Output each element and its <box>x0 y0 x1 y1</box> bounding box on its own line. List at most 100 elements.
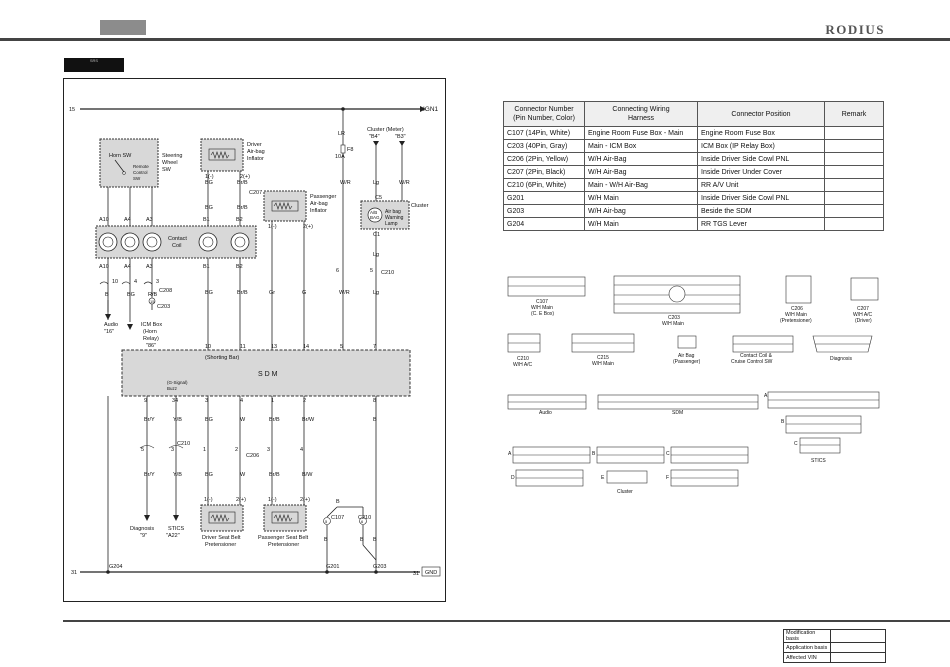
cell: G203 <box>503 204 585 218</box>
c5-label: C5 <box>375 195 382 201</box>
cell <box>824 139 884 153</box>
wire-wr-1: W/R <box>339 290 350 296</box>
wire-b-2: B <box>373 417 377 423</box>
revision-table: Modification basis Application basis Aff… <box>783 629 886 663</box>
c210-b-pin: 6 <box>361 519 364 524</box>
c203-label: C203 <box>157 304 170 310</box>
icm-label-1: ICM Box <box>141 322 162 328</box>
cell: Inside Driver Under Cover <box>697 165 825 179</box>
cell: C203 (40Pin, Gray) <box>503 139 585 153</box>
g203-label: G203 <box>373 564 386 570</box>
cell: Inside Driver Side Cowl PNL <box>697 152 825 166</box>
revision-row: Modification basis <box>783 629 886 643</box>
gnd-box <box>421 566 441 577</box>
connector-table-header: Connector Number (Pin Number, Color) Con… <box>503 101 884 127</box>
sdm-pin-bottom-6: 2 <box>303 398 306 404</box>
diagnosis-label-1: Diagnosis <box>130 526 154 532</box>
cluster-meter-label: Cluster (Meter) <box>367 127 404 133</box>
cell: Main - W/H Air-Bag <box>584 178 698 192</box>
cell: RR TGS Lever <box>697 217 825 231</box>
cell <box>824 126 884 140</box>
cell <box>824 152 884 166</box>
cell: W/H Air-Bag <box>584 152 698 166</box>
wire-lg-3: Lg <box>373 252 379 258</box>
remote-control-label-2: Control <box>133 170 148 175</box>
cell: W/H Air-Bag <box>584 165 698 179</box>
cell: C207 (2Pin, Black) <box>503 165 585 179</box>
c208-label: C208 <box>159 288 172 294</box>
wire-b-3: B <box>336 499 340 505</box>
stics-label-2: "A22" <box>166 533 180 539</box>
cell: Main - ICM Box <box>584 139 698 153</box>
top-rail-arrow <box>420 106 426 112</box>
wire-brb-4: Br/B <box>269 417 280 423</box>
c1-label: C1 <box>373 232 380 238</box>
wire-brb-3: Br/B <box>237 290 248 296</box>
top-rail-right: IGN1 <box>423 106 439 113</box>
sdm-pin-bottom-3: 3 <box>205 398 208 404</box>
wire-wr-3: W/R <box>399 180 410 186</box>
wire-bg-2: BG <box>205 180 213 186</box>
g-signal-label: (G-Signal) <box>167 380 188 385</box>
driver-airbag-label-3: Inflator <box>247 156 264 162</box>
driver-airbag-pin-minus: 1(-) <box>205 174 214 180</box>
cluster-meter-pin-b: "B3" <box>395 134 406 140</box>
cluster-label: Cluster <box>411 203 429 209</box>
cell: C210 (6Pin, White) <box>503 178 585 192</box>
passenger-pret-pin-plus: 2(+) <box>300 497 310 503</box>
wire-bry-2: Br/Y <box>144 472 155 478</box>
c210-pin-6: 6 <box>336 268 339 274</box>
coil-pin-bottom-3: A3 <box>146 264 153 270</box>
sdm-pin-top-6: 7 <box>373 344 376 350</box>
sdm-pin-bottom-2: 34 <box>172 398 178 404</box>
stics-label-1: STICS <box>168 526 185 532</box>
steering-wheel-label-3: SW <box>162 167 172 173</box>
c203-pin-15: 15 <box>150 299 155 304</box>
diagnosis-label-2: "9" <box>140 533 147 539</box>
sdm-pin-top-4: 14 <box>303 344 309 350</box>
section-tag-label: SRS <box>89 58 99 63</box>
sdm-pin-top-3: 13 <box>271 344 277 350</box>
c206-pin-1: 1 <box>203 447 206 453</box>
driver-airbag-pin-plus: 2(+) <box>240 174 250 180</box>
wire-brw-1: Br/W <box>302 417 315 423</box>
cell: Beside the SDM <box>697 204 825 218</box>
passenger-airbag-label-1: Passenger <box>310 194 336 200</box>
horn-sw-box <box>99 138 159 188</box>
wire-b-5: B <box>360 537 364 543</box>
g201-label: G201 <box>326 564 339 570</box>
wire-b-4: B <box>324 537 328 543</box>
header-rule <box>0 38 950 41</box>
wire-bw: B/W <box>302 472 313 478</box>
coil-pin-top-1: A10 <box>99 217 109 223</box>
driver-pret-label-2: Pretensioner <box>205 542 236 548</box>
table-row: C107 (14Pin, White)Engine Room Fuse Box … <box>503 126 884 140</box>
c208-pin-3: 3 <box>156 279 159 285</box>
col-connector-number: Connector Number (Pin Number, Color) <box>503 101 585 127</box>
cell <box>824 217 884 231</box>
bottom-rail-left: 31 <box>71 570 77 576</box>
cell: G201 <box>503 191 585 205</box>
passenger-pret-label-1: Passenger Seat Belt <box>258 535 309 541</box>
wire-b-1: B <box>105 292 109 298</box>
cell <box>824 191 884 205</box>
coil-pin-top-5: B2 <box>236 217 243 223</box>
c206-label: C206 <box>246 453 259 459</box>
horn-sw-label: Horn SW <box>109 153 132 159</box>
cell: W/H Main <box>584 217 698 231</box>
remote-control-label-1: Remote <box>133 164 149 169</box>
g204-label: G204 <box>109 564 122 570</box>
cell: C107 (14Pin, White) <box>503 126 585 140</box>
coil-pin-top-2: A4 <box>124 217 131 223</box>
cell: W/H Main <box>584 191 698 205</box>
revision-value <box>830 642 886 653</box>
shorting-bar-label: (Shorting Bar) <box>205 355 239 361</box>
revision-value <box>830 652 886 663</box>
driver-airbag-label-2: Air-bag <box>247 149 265 155</box>
wire-bg-3: BG <box>205 205 213 211</box>
